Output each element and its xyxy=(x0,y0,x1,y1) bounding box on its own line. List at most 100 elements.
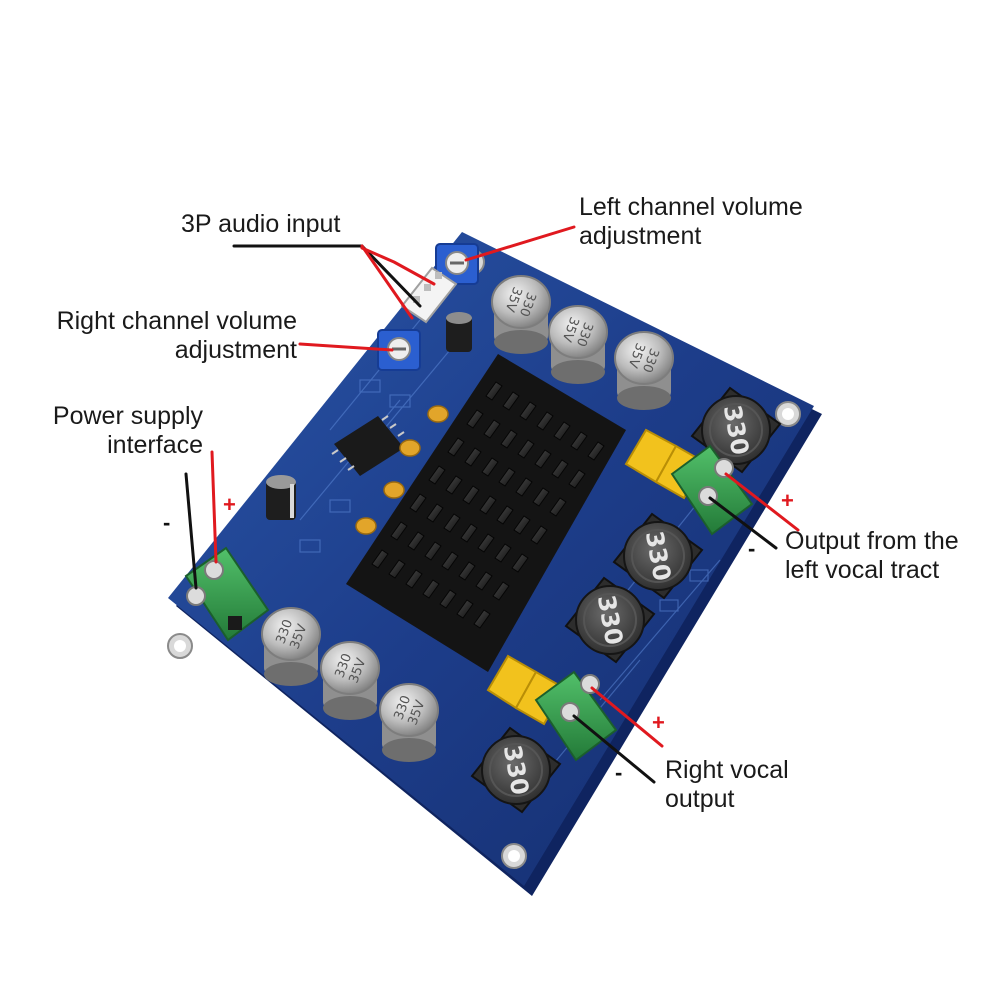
left-output-plus-sign: + xyxy=(781,488,794,513)
label-left-volume-line1: Left channel volume xyxy=(579,193,803,221)
ceramic-capacitors xyxy=(355,405,449,535)
heatsink-fin xyxy=(568,469,586,489)
heatsink-fin xyxy=(464,447,482,467)
heatsink-fin xyxy=(530,525,548,545)
heatsink-fin xyxy=(407,531,425,551)
heatsink-fin xyxy=(445,475,463,495)
heatsink-fin xyxy=(551,459,569,479)
heatsink-fin xyxy=(511,553,529,573)
label-right-output-line2: output xyxy=(665,785,735,813)
heatsink-fin xyxy=(481,457,499,477)
heatsink-fin xyxy=(439,589,457,609)
small-electrolytic-capacitor xyxy=(446,312,472,352)
right-output-plus-sign: + xyxy=(652,710,665,735)
audio-input-connector xyxy=(400,266,458,324)
right-out-minus-leader xyxy=(572,714,656,784)
power-plus-sign: + xyxy=(223,492,236,517)
heatsink-fin xyxy=(502,391,520,411)
heatsink-fin xyxy=(500,429,518,449)
label-power-line2: interface xyxy=(107,431,203,459)
heatsink-fins xyxy=(371,381,605,629)
heatsink-fin xyxy=(549,497,567,517)
heatsink-fin xyxy=(477,533,495,553)
heatsink-fin xyxy=(458,561,476,581)
left-output-minus-sign: - xyxy=(748,536,756,561)
label-left-volume-line2: adjustment xyxy=(579,222,702,250)
heatsink-fin xyxy=(587,441,605,461)
heatsink-fin xyxy=(443,513,461,533)
right-volume-potentiometer xyxy=(377,329,421,371)
power-filter-capacitor xyxy=(266,475,296,520)
heatsink-fin xyxy=(553,421,571,441)
audio-input-leader-a xyxy=(360,244,422,308)
left-output-terminal xyxy=(670,444,754,536)
audio-input-leader-c xyxy=(360,246,436,286)
label-right-output-line1: Right vocal xyxy=(665,756,789,784)
label-3p-audio-input: 3P audio input xyxy=(181,210,341,238)
power-minus-sign: - xyxy=(163,510,171,535)
left-out-plus-leader xyxy=(724,472,800,532)
heatsink-fin xyxy=(494,543,512,563)
heatsink-fin xyxy=(441,551,459,571)
heatsink-fin xyxy=(428,465,446,485)
heatsink-fin xyxy=(424,541,442,561)
inductor: 330 xyxy=(612,512,704,600)
heatsink-fin xyxy=(466,409,484,429)
audio-input-leader-b xyxy=(360,244,414,320)
label-power-line1: Power supply xyxy=(52,402,203,430)
power-supply-terminal xyxy=(184,546,270,642)
heatsink-fin xyxy=(519,401,537,421)
heatsink-fin xyxy=(409,493,427,513)
inductor: 330 xyxy=(564,576,656,664)
heatsink-fin xyxy=(498,467,516,487)
right-output-minus-sign: - xyxy=(615,760,623,785)
heatsink-fin xyxy=(536,411,554,431)
heatsink-fin xyxy=(483,419,501,439)
heatsink-fin xyxy=(515,477,533,497)
left-out-minus-leader xyxy=(708,496,778,550)
heatsink-fin xyxy=(462,485,480,505)
heatsink-fin xyxy=(517,439,535,459)
heatsink-fin xyxy=(532,487,550,507)
ic-chip xyxy=(331,415,405,476)
heatsink-fin xyxy=(388,559,406,579)
leader-lines xyxy=(184,225,800,784)
inductor: 330 xyxy=(470,726,562,814)
heatsink-fin xyxy=(456,599,474,619)
heatsink-fin xyxy=(426,503,444,523)
heatsink-fin xyxy=(371,549,389,569)
heatsink-fin xyxy=(460,523,478,543)
heatsink-fin xyxy=(447,437,465,457)
heatsink-fin xyxy=(496,505,514,525)
heatsink-fin xyxy=(405,569,423,589)
label-left-output-line2: left vocal tract xyxy=(785,556,940,584)
heatsink-fin xyxy=(570,431,588,451)
heatsink-fin xyxy=(479,495,497,515)
power-plus-leader xyxy=(210,450,218,564)
heatsink-fin xyxy=(485,381,503,401)
heatsink-fin xyxy=(390,521,408,541)
label-right-volume-line1: Right channel volume xyxy=(56,307,297,335)
heatsink-fin xyxy=(513,515,531,535)
label-left-output-line1: Output from the xyxy=(785,527,959,555)
power-minus-leader xyxy=(184,472,198,590)
right-volume-leader xyxy=(298,342,394,352)
heatsink-fin xyxy=(492,581,510,601)
left-volume-leader xyxy=(464,225,576,262)
heatsink-fin xyxy=(422,579,440,599)
left-volume-potentiometer xyxy=(435,243,479,285)
right-out-plus-leader xyxy=(590,686,664,748)
heatsink-fin xyxy=(473,609,491,629)
heatsink-fin xyxy=(534,449,552,469)
